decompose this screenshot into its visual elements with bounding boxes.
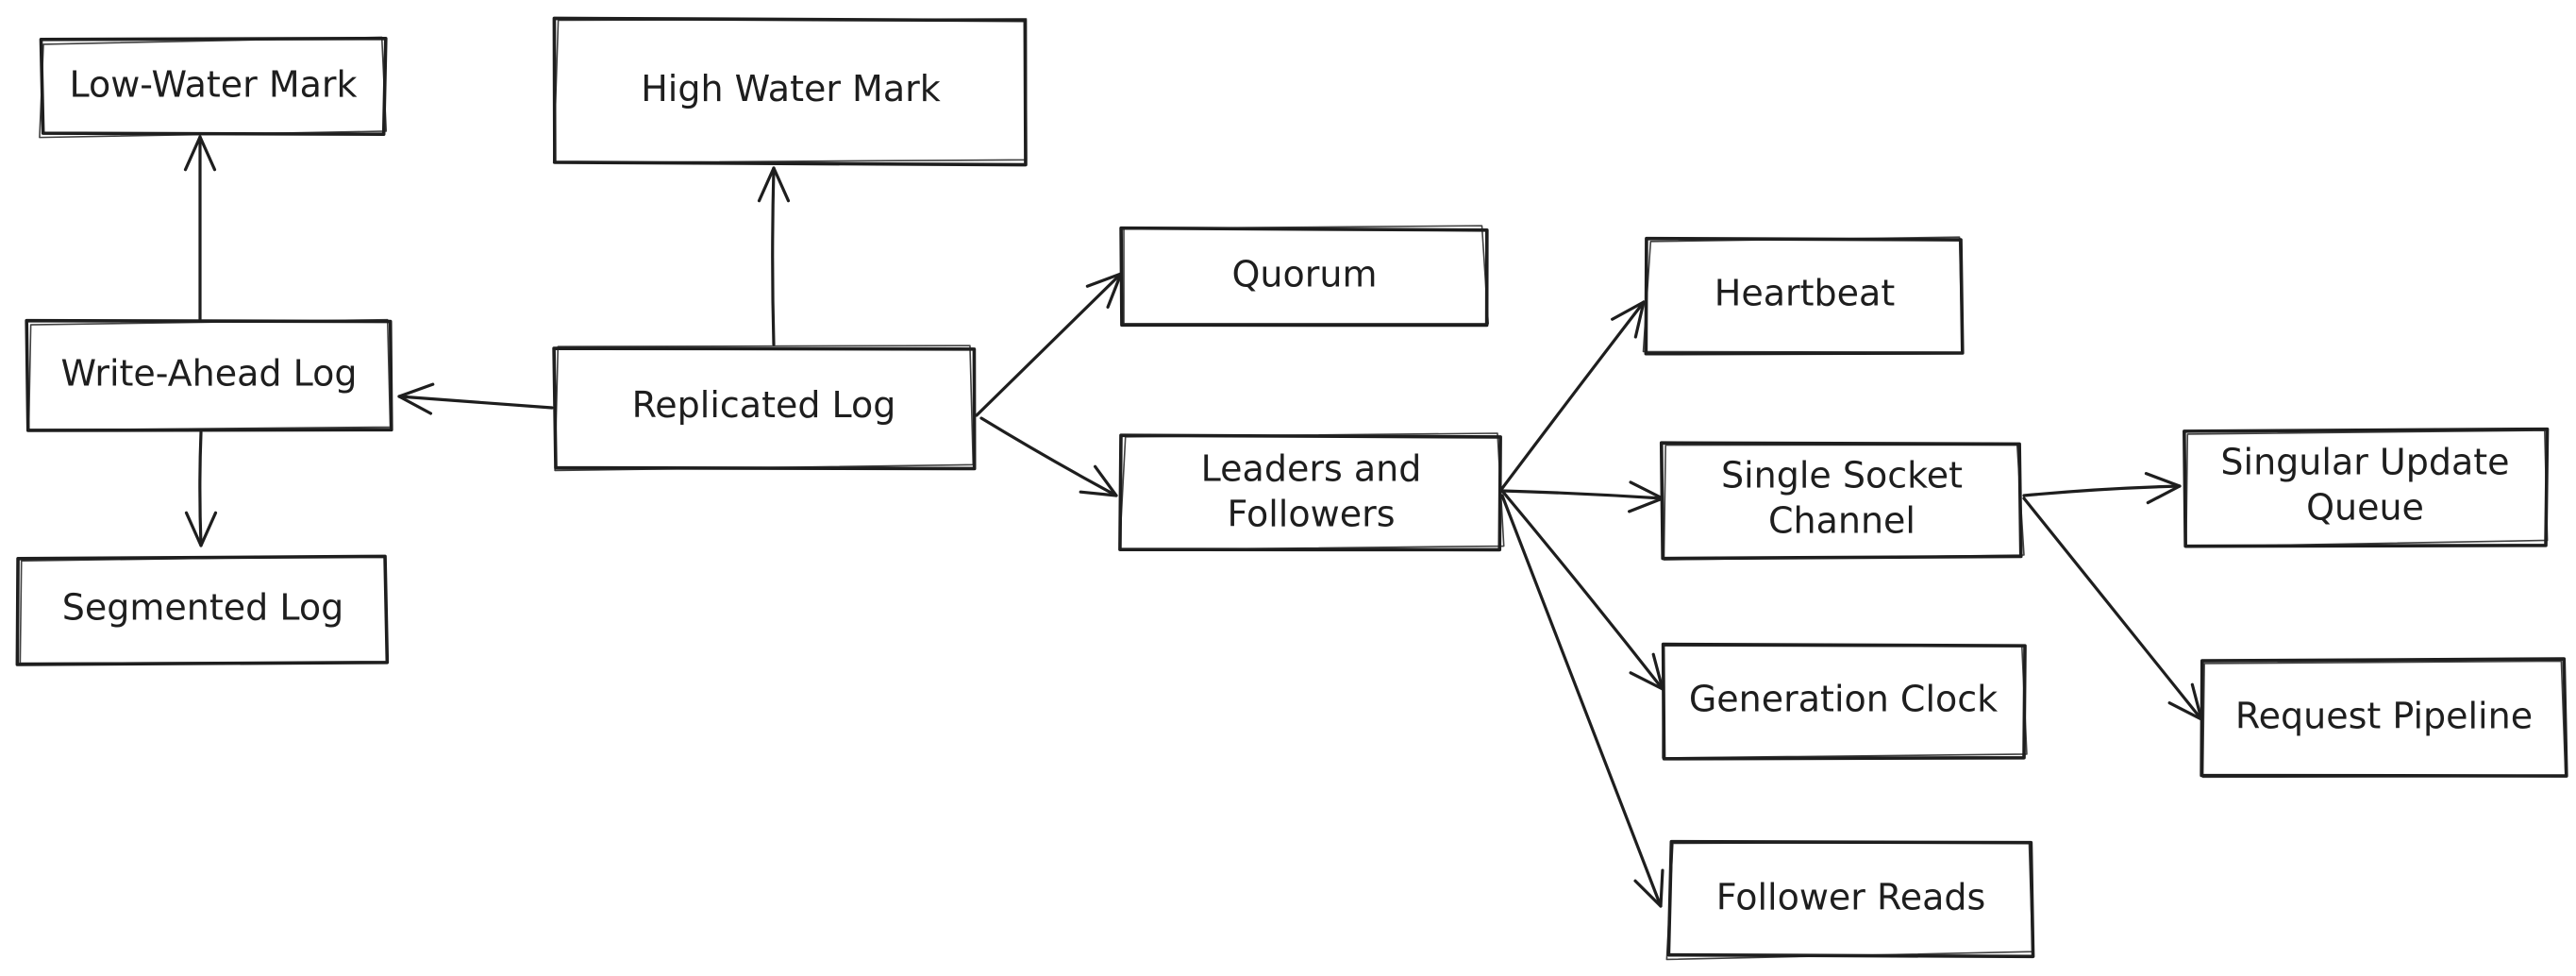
node-quorum: Quorum: [1119, 225, 1490, 328]
node-label: High Water Mark: [641, 68, 941, 109]
node-box: [1118, 433, 1502, 552]
edge-replicated-log-to-leaders-and-followers: [979, 416, 1118, 497]
edge-line: [1500, 494, 1663, 908]
node-label: Single Socket: [1721, 455, 1963, 496]
arrowhead-icon: [397, 382, 435, 415]
node-box-sketch: [1118, 432, 1505, 551]
node-label: Segmented Log: [62, 587, 343, 629]
arrowhead-icon: [2144, 472, 2182, 505]
node-box-sketch: [1665, 841, 2033, 961]
node-box-sketch: [1662, 645, 2028, 759]
edge-write-ahead-log-to-segmented-log: [184, 430, 218, 547]
node-box-sketch: [554, 345, 975, 472]
node-box: [1661, 642, 2027, 761]
edge-line: [1500, 489, 1664, 500]
edge-line: [975, 272, 1123, 417]
node-label: Quorum: [1232, 254, 1378, 295]
node-box: [552, 346, 977, 471]
edge-replicated-log-to-high-water-mark: [757, 166, 791, 346]
edge-line: [771, 166, 776, 346]
node-box-sketch: [1642, 236, 1964, 354]
edge-line: [2022, 496, 2203, 721]
node-replicated-log: Replicated Log: [552, 345, 977, 472]
node-label: Channel: [1768, 500, 1915, 542]
edge-leaders-and-followers-to-heartbeat: [1498, 300, 1646, 493]
node-box: [1119, 226, 1489, 328]
node-box-sketch: [1123, 225, 1490, 325]
node-label: Follower Reads: [1716, 877, 1986, 918]
edge-leaders-and-followers-to-follower-reads: [1500, 494, 1664, 908]
edge-line: [1498, 300, 1646, 493]
node-generation-clock: Generation Clock: [1661, 642, 2028, 761]
arrowhead-icon: [1079, 464, 1118, 497]
edge-leaders-and-followers-to-single-socket-channel: [1500, 480, 1664, 513]
node-label: Singular Update: [2220, 442, 2509, 483]
edges-layer: [183, 135, 2203, 908]
node-box-sketch: [19, 555, 388, 665]
edge-leaders-and-followers-to-generation-clock: [1500, 489, 1664, 691]
node-box: [2200, 657, 2568, 778]
node-high-water-mark: High Water Mark: [552, 16, 1028, 167]
node-low-water-mark: Low-Water Mark: [39, 36, 388, 139]
node-request-pipeline: Request Pipeline: [2200, 657, 2568, 779]
edge-replicated-log-to-write-ahead-log: [397, 382, 554, 415]
edge-line: [397, 395, 554, 410]
node-label: Low-Water Mark: [69, 64, 357, 106]
arrowhead-icon: [1611, 300, 1646, 339]
edge-single-socket-channel-to-request-pipeline: [2022, 496, 2203, 721]
edge-line: [198, 430, 203, 547]
arrowhead-icon: [183, 135, 217, 172]
edge-write-ahead-log-to-low-water-mark: [183, 135, 217, 321]
node-label: Followers: [1228, 494, 1396, 535]
node-label: Replicated Log: [632, 384, 896, 426]
node-heartbeat: Heartbeat: [1642, 236, 1965, 356]
node-label: Write-Ahead Log: [60, 353, 357, 395]
node-segmented-log: Segmented Log: [15, 554, 390, 666]
node-box: [2183, 427, 2550, 548]
edge-replicated-log-to-quorum: [975, 272, 1123, 417]
node-box: [1659, 441, 2023, 561]
nodes-layer: Low-Water Mark High Water MarkWrite-Ahead…: [15, 16, 2568, 961]
node-box-sketch: [552, 18, 1028, 164]
node-write-ahead-log: Write-Ahead Log: [25, 318, 393, 432]
edge-line: [979, 416, 1118, 497]
node-box-sketch: [2185, 429, 2549, 548]
node-box-sketch: [2201, 660, 2567, 779]
node-box-sketch: [39, 36, 388, 139]
edge-single-socket-channel-to-singular-update-queue: [2022, 472, 2182, 505]
node-label: Request Pipeline: [2235, 696, 2533, 737]
edge-line: [1500, 489, 1664, 691]
node-follower-reads: Follower Reads: [1665, 839, 2035, 961]
node-label: Queue: [2306, 487, 2424, 529]
node-label: Heartbeat: [1715, 273, 1895, 314]
node-label: Generation Clock: [1689, 679, 1998, 720]
arrowhead-icon: [184, 511, 218, 547]
node-box-sketch: [27, 318, 392, 431]
node-label: Leaders and: [1201, 448, 1422, 490]
edge-line: [2022, 484, 2182, 497]
arrowhead-icon: [757, 166, 791, 203]
arrowhead-icon: [1633, 868, 1664, 908]
node-box-sketch: [1663, 444, 2025, 561]
